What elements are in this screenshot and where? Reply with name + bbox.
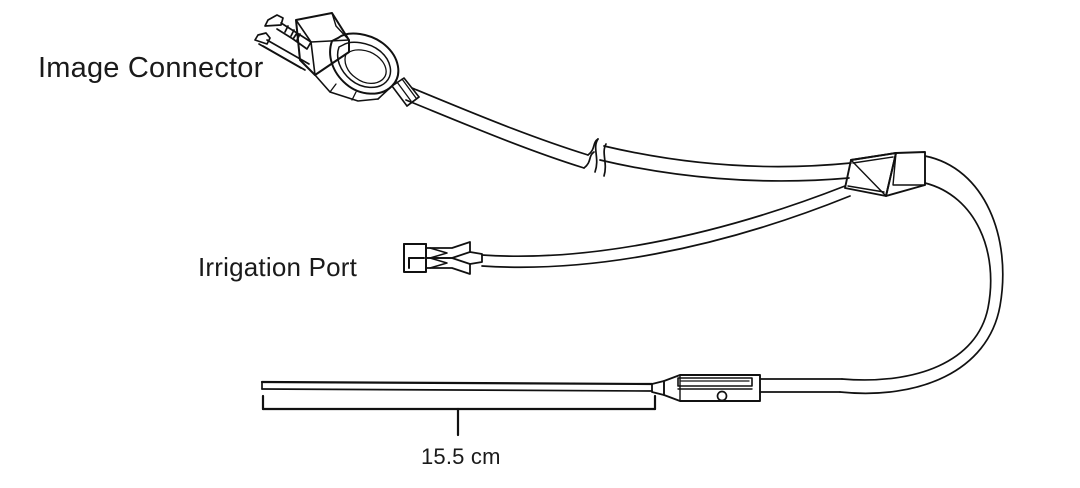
y-junction-collar (885, 151, 926, 197)
irrigation-port-part (403, 185, 851, 275)
label-image-connector: Image Connector (38, 52, 264, 84)
label-dimension-15-5-cm: 15.5 cm (421, 444, 501, 469)
y-junction-part (844, 151, 926, 197)
label-irrigation-port: Irrigation Port (198, 252, 358, 282)
cable-break-symbol (583, 138, 607, 177)
cable-arc (839, 155, 1004, 395)
connector-pin-smooth (254, 32, 310, 71)
image-connector-part (254, 12, 420, 107)
transducer-housing-part (651, 374, 843, 402)
connector-body (295, 12, 350, 76)
irrigation-luer-cap (403, 243, 427, 273)
image-cable (405, 87, 852, 182)
connector-strain-relief (391, 77, 420, 107)
catheter-shaft-part (260, 380, 654, 392)
irrigation-luer-fitting (425, 241, 483, 275)
dimension-line-15-5-cm (261, 394, 657, 437)
